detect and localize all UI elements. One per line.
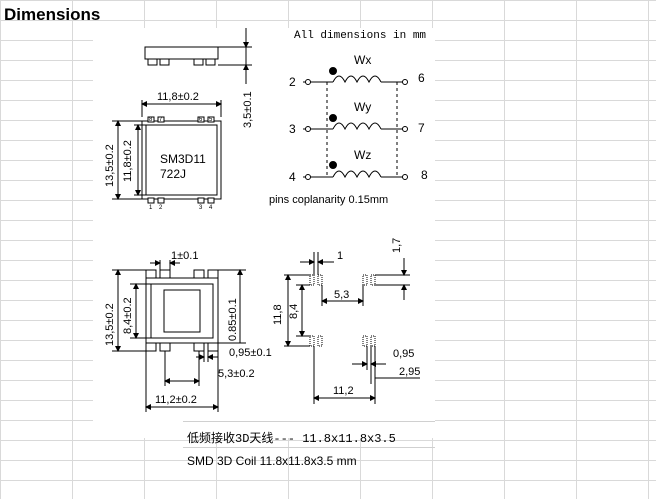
land-pitch-label: 5,3 (334, 289, 349, 301)
pin-number: 8 (421, 168, 428, 182)
side-view (144, 28, 252, 84)
base-width-label: 11,2±0.2 (155, 394, 197, 406)
top-width-label: 11,8±0.2 (157, 91, 199, 103)
pad-width-label: 1 (337, 250, 343, 262)
land-gap-label: 0,95 (393, 348, 414, 360)
pad-height-label: 1,7 (391, 238, 403, 253)
pin-length-label: 0.85±0.1 (227, 298, 239, 341)
drawing-sheet (93, 28, 435, 438)
pin-number: 7 (418, 121, 425, 135)
land-span-label: 2,95 (399, 366, 420, 378)
bottom-outer-height-label: 13,5±0.2 (104, 303, 116, 346)
marking-line-1: SM3D11 (160, 152, 206, 166)
land-base-label: 11,2 (333, 385, 354, 397)
pin-label: 6 (199, 117, 203, 123)
bottom-inner-height-label: 8,4±0.2 (122, 297, 134, 334)
units-note: All dimensions in mm (294, 30, 426, 42)
caption-divider (183, 447, 435, 448)
schematic (303, 67, 408, 180)
pin-label: 5 (209, 117, 213, 123)
pin-number: 4 (289, 170, 296, 184)
coil-name: Wz (354, 148, 371, 162)
side-height-label: 3,5±0.1 (242, 91, 254, 128)
pin-label: 7 (159, 117, 163, 123)
land-inner-height-label: 8,4 (288, 304, 300, 319)
coplanarity-note: pins coplanarity 0.15mm (269, 194, 388, 206)
coil-name: Wy (354, 100, 371, 114)
caption-chinese: 低频接收3D天线--- 11.8x11.8x3.5 (187, 432, 396, 446)
land-pattern (284, 252, 420, 404)
marking-line-2: 722J (160, 167, 186, 181)
bottom-pitch-label: 5,3±0.2 (218, 368, 255, 380)
coil-name: Wx (354, 53, 371, 67)
pin-gap-label: 0,95±0.1 (229, 347, 272, 359)
pin-label: 3 (199, 205, 203, 211)
pin-width-label: 1±0.1 (171, 250, 198, 262)
caption-divider (183, 421, 435, 422)
pin-label: 4 (209, 205, 213, 211)
pin-label: 2 (159, 205, 163, 211)
page-title: Dimensions (4, 5, 101, 24)
land-outer-height-label: 11,8 (272, 304, 284, 325)
pin-label: 1 (149, 205, 153, 211)
pin-label: 8 (149, 117, 153, 123)
pin-number: 2 (289, 75, 296, 89)
pin-number: 3 (289, 122, 296, 136)
top-view (112, 100, 222, 204)
pin-number: 6 (418, 71, 425, 85)
top-outer-height-label: 13,5±0.2 (104, 144, 116, 187)
bottom-view (112, 260, 246, 412)
top-inner-height-label: 11,8±0.2 (122, 140, 134, 182)
caption-english: SMD 3D Coil 11.8x11.8x3.5 mm (187, 454, 357, 468)
